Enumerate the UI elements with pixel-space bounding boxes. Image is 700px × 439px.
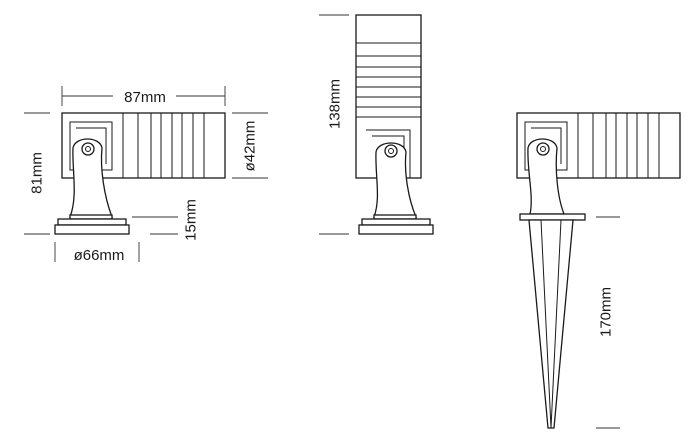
dim-base-thickness: 15mm: [183, 199, 200, 241]
side-view-vertical: 138mm: [319, 14, 434, 235]
bracket-arm: [69, 138, 113, 218]
lamp-head-spike: [516, 112, 681, 179]
pivot-screw: [81, 142, 95, 156]
dim-vertical-height: 138mm: [327, 79, 344, 129]
lamp-head: [61, 112, 226, 179]
cooling-fins-vertical: [356, 42, 421, 118]
dim-head-diameter: ø42mm: [242, 121, 259, 172]
mount-plate: [69, 121, 113, 171]
dim-base-diameter: ø66mm: [74, 247, 125, 264]
spike-flange: [519, 213, 586, 221]
bracket-arm-vertical: [373, 142, 417, 218]
bracket-arm-spike: [527, 138, 565, 215]
dim-head-length: 87mm: [124, 89, 166, 106]
ground-spike: [528, 219, 574, 429]
dim-total-height: 81mm: [29, 152, 46, 194]
side-view-horizontal: 87mm ø42mm 81mm 15mm ø66mm: [24, 86, 268, 264]
pivot-screw-spike: [536, 142, 550, 156]
cooling-fins: [122, 113, 205, 178]
spike-mount-view: 170mm: [516, 112, 681, 429]
pivot-screw-vertical: [384, 144, 398, 158]
cooling-fins-spike: [577, 113, 660, 178]
dim-spike-length: 170mm: [598, 287, 615, 337]
base-plate-vertical: [358, 224, 434, 235]
base-flange: [57, 218, 127, 226]
base-plate: [54, 224, 130, 235]
